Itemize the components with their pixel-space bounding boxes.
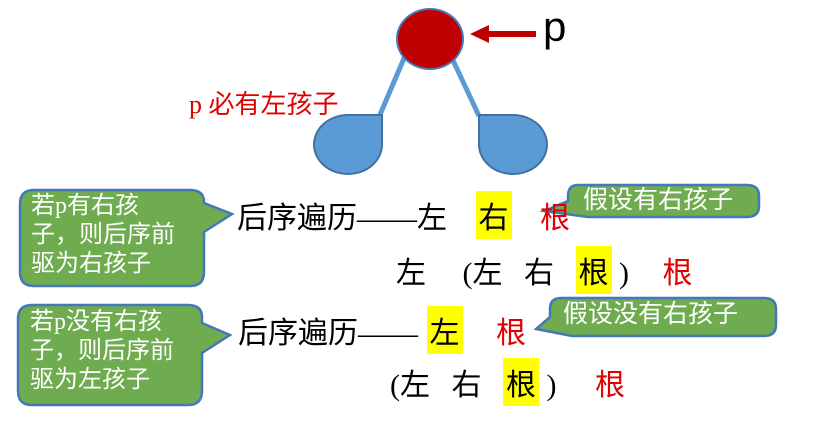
row4-mid-right: 右 [451,369,482,402]
row4-highlighted-root: 根 [503,358,539,406]
traversal-expansion-with-right-child: 左 (左 右 根 ) 根 [396,246,693,294]
row4-open-left: (左 [390,369,430,402]
pointer-label-p: p [543,3,567,50]
row2-close-paren: ) [619,257,629,290]
traversal-row-no-right-child: 后序遍历—— 左 根 [238,306,526,354]
tree-node-root-p [396,8,464,70]
row1-highlighted-right: 右 [475,191,512,239]
callout-left-2-text: 若p没有右孩 子，则后序前 驱为左孩子 [30,309,174,393]
callout-right-1-shape [540,183,761,219]
row3-highlighted-left: 左 [426,306,463,354]
callout-left-2-shape [16,303,233,407]
edge-left [376,55,408,118]
traversal-row-with-right-child: 后序遍历——左 右 根 [237,191,570,239]
row2-mid-right: 右 [524,257,554,290]
tree-node-right-child [478,114,548,175]
callout-right-1-text: 假设有右孩子 [583,187,734,214]
row2-left: 左 [396,257,426,290]
row2-open-left: (左 [462,257,503,290]
row3-label: 后序遍历—— [238,317,418,350]
callout-right-2-text: 假设没有右孩子 [563,301,739,328]
row3-root: 根 [496,317,526,350]
pointer-arrow-head [470,25,489,43]
row2-root: 根 [662,257,693,290]
tree-edges-and-arrow [376,25,536,118]
traversal-expansion-no-right-child: (左 右 根 ) 根 [390,358,625,406]
row1-label: 后序遍历——左 [237,202,447,235]
callout-right-2-shape [534,296,778,338]
tree-node-left-child [313,114,383,175]
row2-highlighted-root: 根 [575,246,612,294]
row4-root: 根 [595,369,625,402]
callout-left-1-shape [18,188,235,288]
row4-close-paren: ) [546,369,557,402]
caption-p-has-left-child: p 必有左孩子 [189,90,339,119]
callout-left-1-text: 若p有右孩 子，则后序前 驱为右孩子 [31,193,175,277]
edge-right [448,54,482,118]
row1-root: 根 [540,202,570,235]
